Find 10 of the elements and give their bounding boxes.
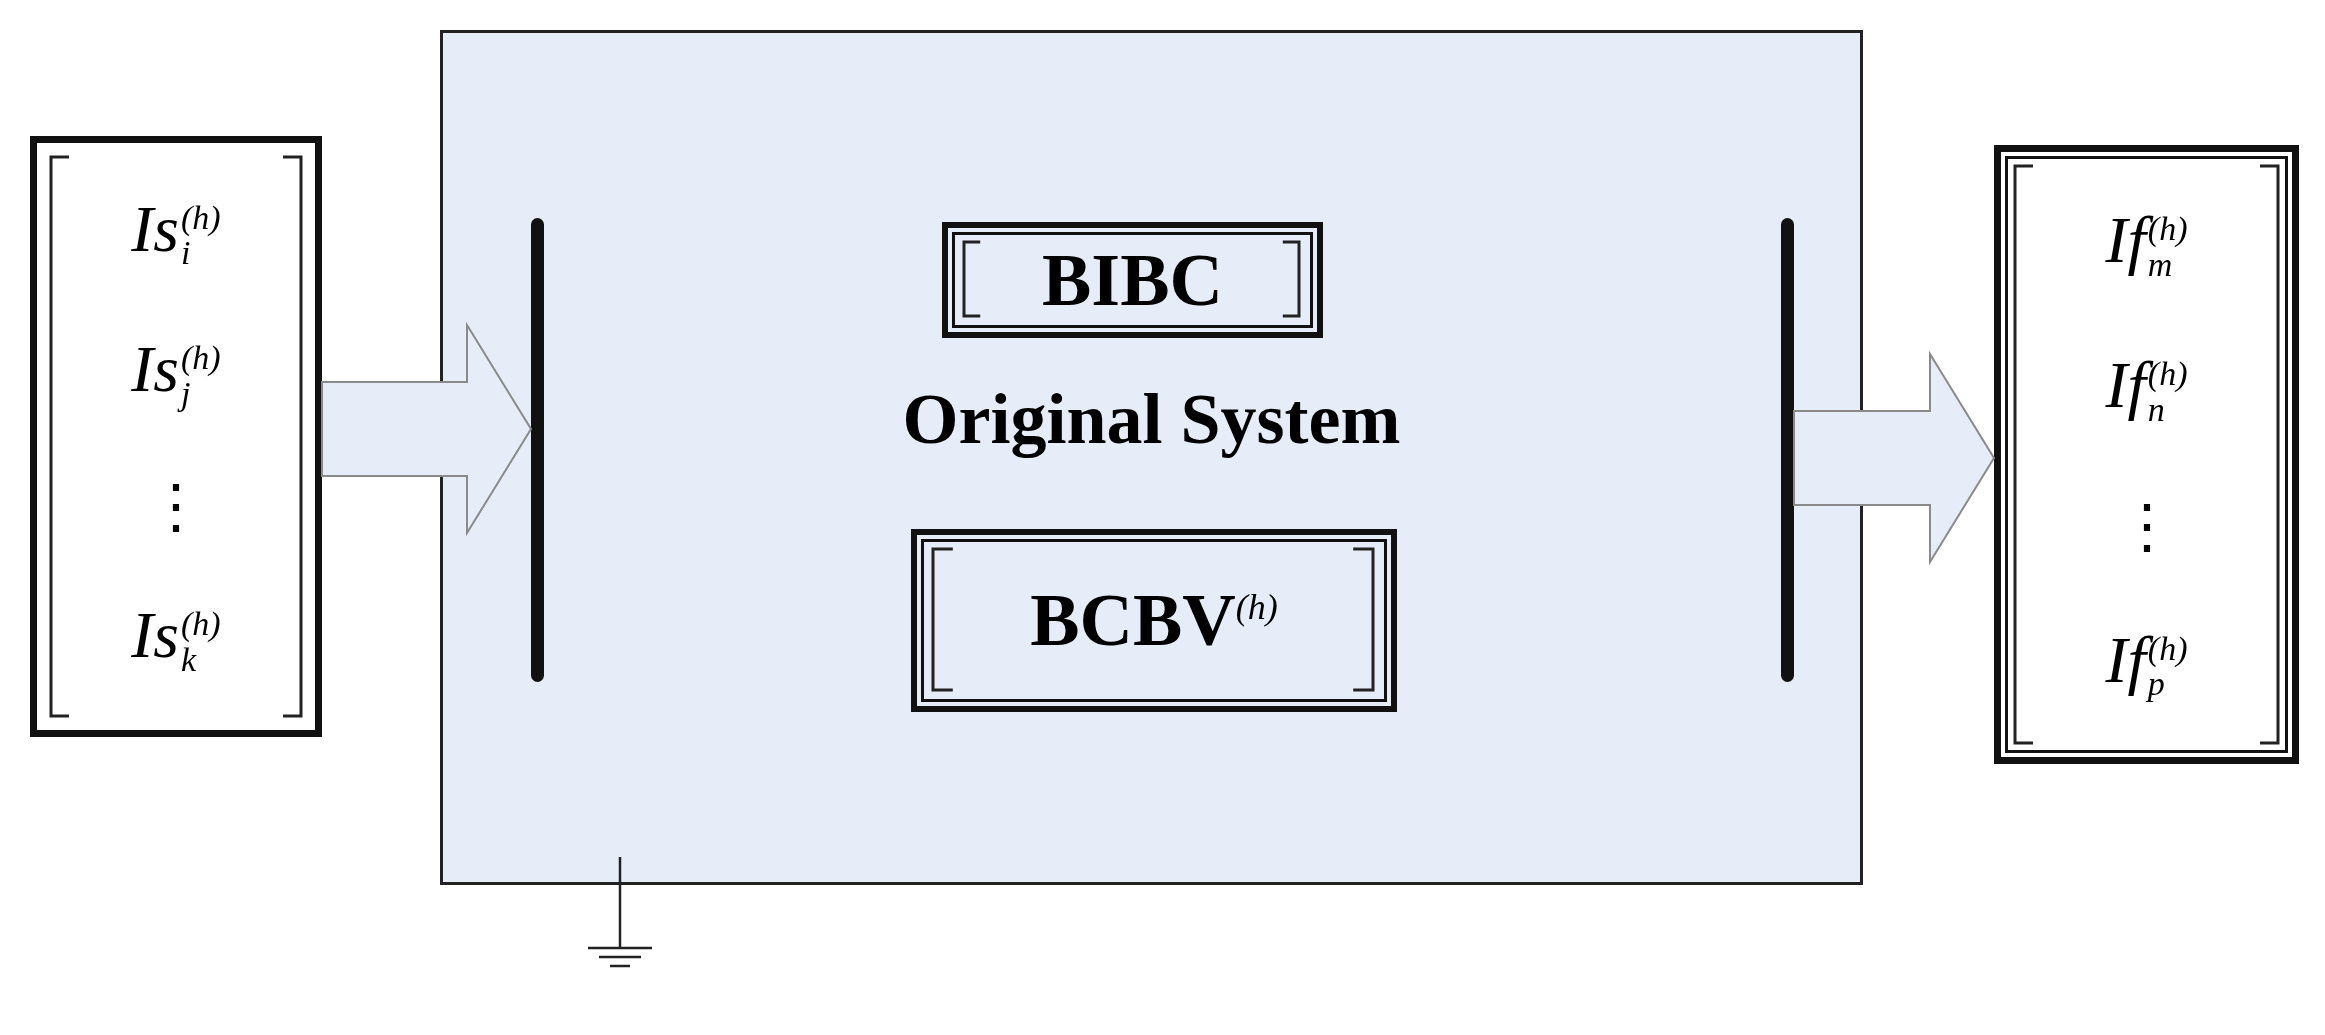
vector-entry: ⋮ bbox=[146, 476, 206, 537]
bus-bar bbox=[1781, 218, 1794, 682]
block-arrow bbox=[1793, 350, 1996, 566]
bus-bar bbox=[531, 218, 544, 682]
system-box bbox=[440, 30, 1863, 885]
matrix-label: BCBV$^{(h)}$ bbox=[1030, 578, 1278, 663]
vector-entry: ⋮ bbox=[2116, 497, 2177, 558]
system-label: Original System bbox=[902, 379, 1401, 459]
matrix-label: BIBC bbox=[1042, 237, 1223, 323]
block-arrow bbox=[321, 321, 533, 537]
